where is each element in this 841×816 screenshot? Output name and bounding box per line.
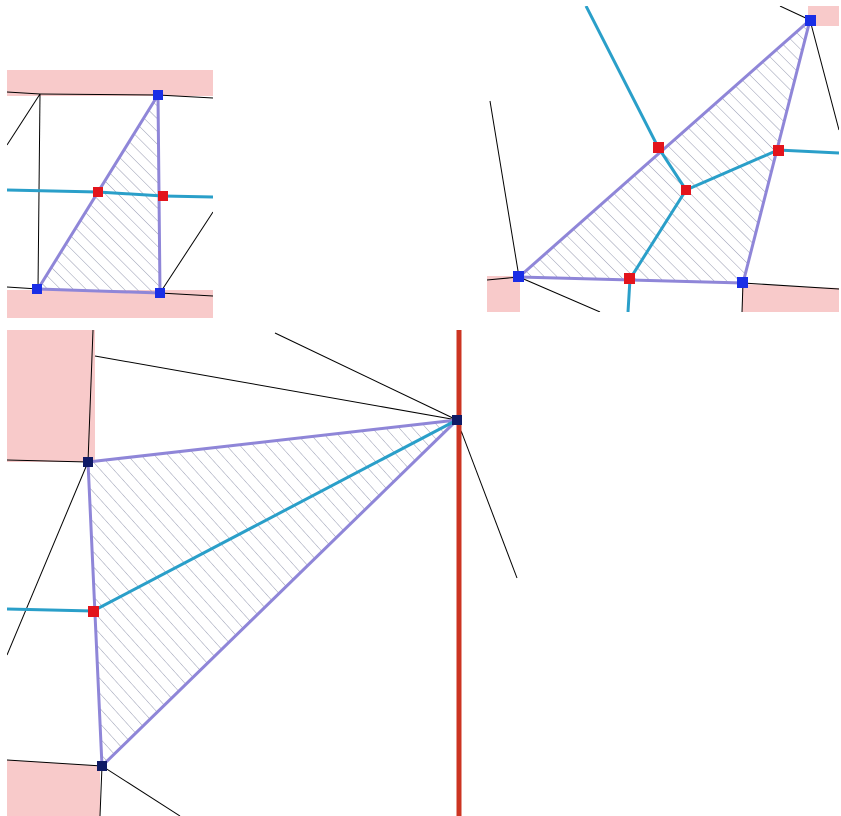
shaded-region-bottom-left xyxy=(487,276,520,312)
midpoint-marker xyxy=(624,273,635,284)
vertex-marker xyxy=(32,284,42,294)
midpoint-marker xyxy=(773,145,784,156)
cyan-paths xyxy=(7,418,458,613)
cyan-path xyxy=(7,188,213,199)
vertex-marker xyxy=(153,90,163,100)
vertex-marker xyxy=(513,271,524,282)
vertex-marker xyxy=(97,761,107,771)
shaded-region-bottom-right xyxy=(742,284,839,312)
vertex-marker xyxy=(737,277,748,288)
midpoint-marker xyxy=(88,606,99,617)
hatched-triangle xyxy=(86,418,459,768)
vertex-marker xyxy=(805,15,816,26)
vertex-marker xyxy=(155,288,165,298)
mesh-edges xyxy=(7,330,518,816)
shaded-region-lower-left xyxy=(7,760,100,816)
shaded-region-top xyxy=(7,70,213,96)
midpoint-marker xyxy=(158,191,168,201)
vertex-marker xyxy=(452,415,462,425)
midpoint-marker xyxy=(93,187,103,197)
center-marker xyxy=(681,185,691,195)
vertex-marker xyxy=(83,457,93,467)
hatched-triangle xyxy=(517,18,812,285)
panel-top-right xyxy=(487,6,839,312)
panel-bottom xyxy=(7,330,518,816)
shaded-region-bottom xyxy=(7,290,213,318)
panel-top-left xyxy=(7,70,213,318)
midpoint-marker xyxy=(653,142,664,153)
shaded-region-upper-left xyxy=(7,330,95,462)
